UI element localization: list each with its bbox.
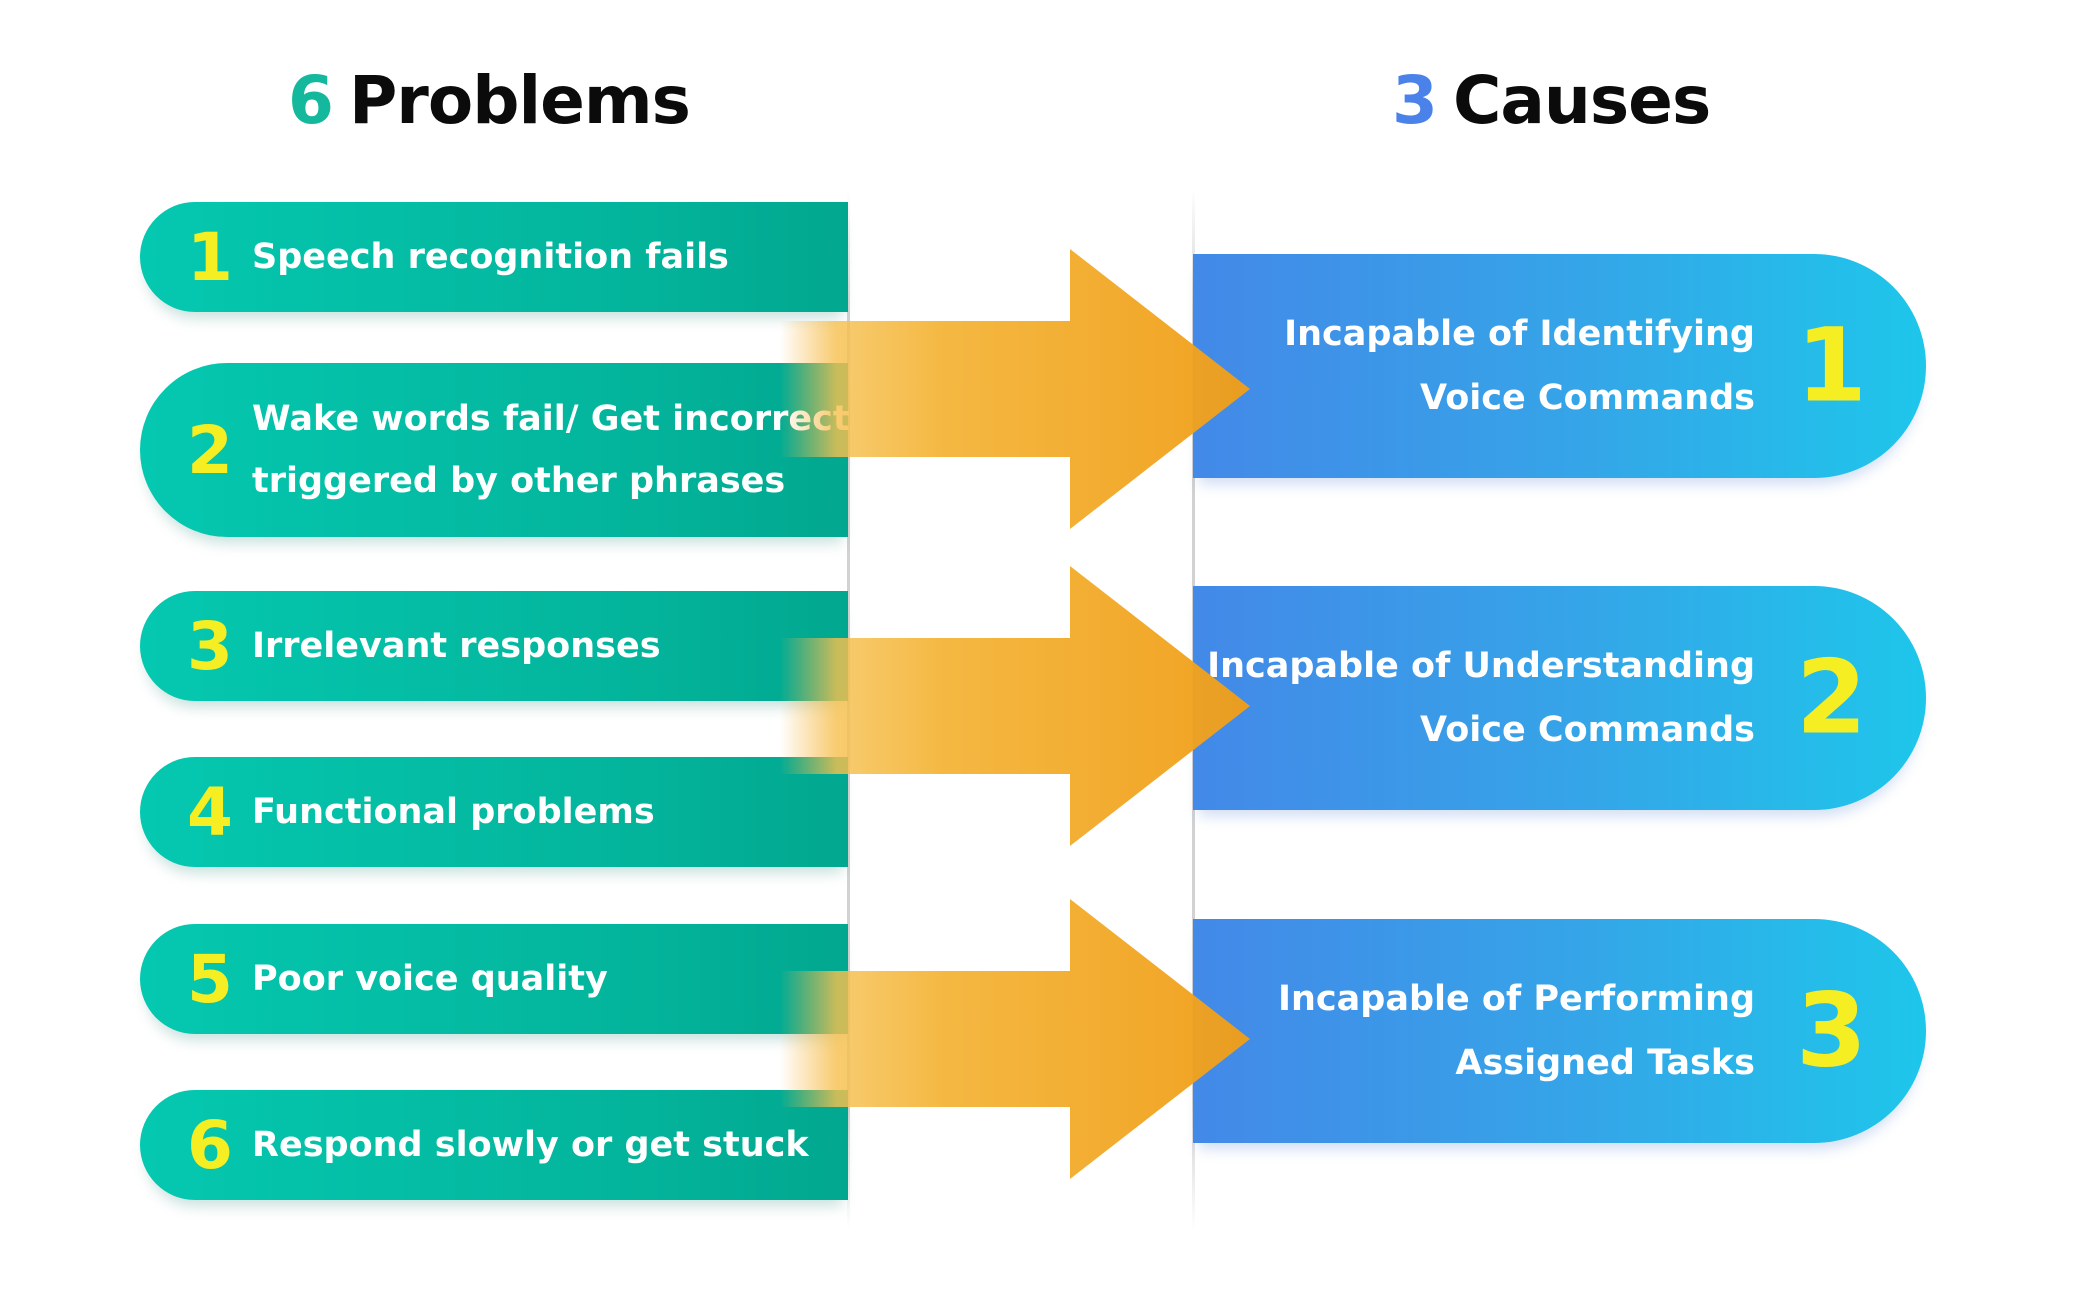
problem-label: Wake words fail/ Get incorrectly trigger…: [252, 388, 884, 512]
cause-label: Incapable of Identifying Voice Commands: [1284, 302, 1755, 430]
problem-label: Functional problems: [252, 792, 655, 832]
problem-item-1: 1 Speech recognition fails: [140, 202, 848, 312]
problem-number: 3: [187, 607, 233, 685]
problem-number: 2: [187, 411, 233, 489]
problem-label-line-2: triggered by other phrases: [252, 461, 786, 501]
arrow-right-icon: [780, 899, 1250, 1179]
cause-label: Incapable of Performing Assigned Tasks: [1278, 967, 1755, 1095]
problem-label: Respond slowly or get stuck: [252, 1125, 809, 1165]
problem-item-4: 4 Functional problems: [140, 757, 848, 867]
cause-number: 3: [1796, 971, 1867, 1091]
cause-label-line-2: Voice Commands: [1420, 378, 1755, 418]
problem-label: Irrelevant responses: [252, 626, 661, 666]
arrow-right-icon: [780, 566, 1250, 846]
problem-label: Poor voice quality: [252, 959, 608, 999]
causes-count: 3: [1392, 62, 1438, 139]
problems-title: Problems: [348, 62, 691, 139]
problem-label-line-1: Wake words fail/ Get incorrectly: [252, 399, 885, 439]
arrow-right-icon: [780, 249, 1250, 529]
problems-count: 6: [288, 62, 334, 139]
cause-label: Incapable of Understanding Voice Command…: [1207, 634, 1755, 762]
problem-number: 4: [187, 773, 233, 851]
cause-number: 1: [1796, 306, 1867, 426]
problem-item-3: 3 Irrelevant responses: [140, 591, 848, 701]
cause-number: 2: [1796, 638, 1867, 758]
cause-label-line-2: Assigned Tasks: [1455, 1043, 1755, 1083]
problem-number: 5: [187, 940, 233, 1018]
problem-number: 1: [187, 218, 233, 296]
cause-item-3: Incapable of Performing Assigned Tasks 3: [1193, 919, 1926, 1143]
causes-title: Causes: [1452, 62, 1711, 139]
problem-number: 6: [187, 1106, 233, 1184]
problem-item-2: 2 Wake words fail/ Get incorrectly trigg…: [140, 363, 884, 537]
problem-item-6: 6 Respond slowly or get stuck: [140, 1090, 848, 1200]
problem-label: Speech recognition fails: [252, 237, 729, 277]
cause-item-2: Incapable of Understanding Voice Command…: [1193, 586, 1926, 810]
cause-label-line-1: Incapable of Understanding: [1207, 646, 1755, 686]
cause-label-line-1: Incapable of Identifying: [1284, 314, 1755, 354]
problem-item-5: 5 Poor voice quality: [140, 924, 848, 1034]
cause-label-line-2: Voice Commands: [1420, 710, 1755, 750]
cause-item-1: Incapable of Identifying Voice Commands …: [1193, 254, 1926, 478]
cause-label-line-1: Incapable of Performing: [1277, 979, 1755, 1019]
